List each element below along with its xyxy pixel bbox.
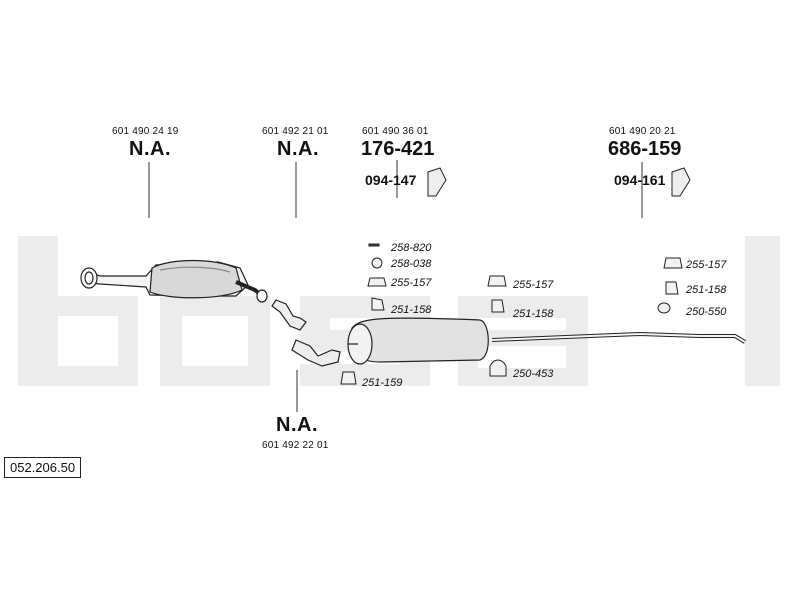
hangers bbox=[340, 243, 683, 385]
part-label: 251-158 bbox=[513, 308, 554, 320]
part-label: 255-157 bbox=[391, 277, 432, 289]
part-oe-number: 601 492 22 01 bbox=[262, 440, 329, 451]
part-code: N.A. bbox=[277, 138, 319, 160]
part-sub-code: 094-161 bbox=[614, 172, 666, 188]
part-oe-number: 601 490 20 21 bbox=[609, 126, 676, 137]
part-label: 258-038 bbox=[391, 258, 432, 270]
part-code: 686-159 bbox=[608, 138, 682, 160]
part-label: 251-158 bbox=[686, 284, 727, 296]
part-oe-number: 601 490 36 01 bbox=[362, 126, 429, 137]
part-oe-number: 601 490 24 19 bbox=[112, 126, 179, 137]
part-label: 255-157 bbox=[513, 279, 554, 291]
center-silencer bbox=[347, 317, 747, 365]
part-label: 258-820 bbox=[391, 242, 432, 254]
part-oe-number: 601 492 21 01 bbox=[262, 126, 329, 137]
front-silencer bbox=[80, 259, 268, 303]
mounting-icons bbox=[427, 167, 691, 197]
leader-lines bbox=[148, 160, 643, 412]
part-label: 251-158 bbox=[391, 304, 432, 316]
part-code: 176-421 bbox=[361, 138, 435, 160]
part-label: 251-159 bbox=[362, 377, 403, 389]
part-label: 250-550 bbox=[686, 306, 727, 318]
part-label: 255-157 bbox=[686, 259, 727, 271]
intermediate-pipe bbox=[271, 299, 341, 367]
part-code: N.A. bbox=[276, 414, 318, 436]
part-code: N.A. bbox=[129, 138, 171, 160]
part-label: 250-453 bbox=[513, 368, 554, 380]
reference-code: 052.206.50 bbox=[4, 457, 82, 478]
part-sub-code: 094-147 bbox=[365, 172, 417, 188]
